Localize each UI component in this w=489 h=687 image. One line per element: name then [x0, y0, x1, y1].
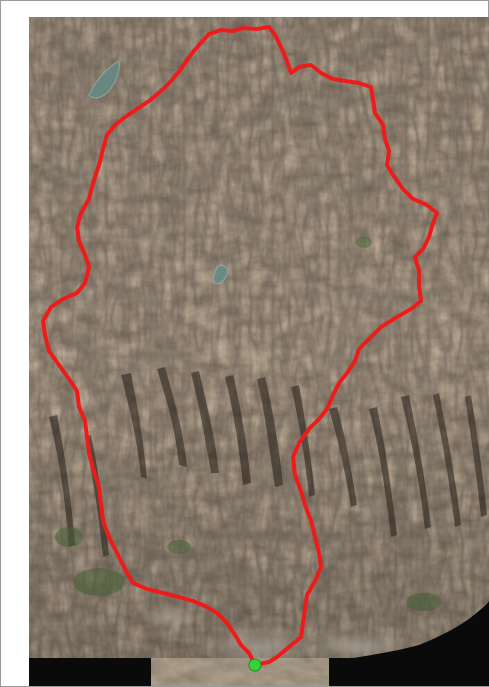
watershed-boundary[interactable]	[41, 25, 439, 667]
imagery-tile-texture	[151, 658, 329, 686]
ocean-strip-right	[329, 658, 489, 686]
terrain-shade	[29, 17, 489, 686]
satellite-map[interactable]	[29, 17, 489, 686]
ocean-strip-left	[29, 658, 151, 686]
outlet-point-marker[interactable]	[248, 658, 262, 672]
map-viewport[interactable]	[29, 17, 489, 686]
